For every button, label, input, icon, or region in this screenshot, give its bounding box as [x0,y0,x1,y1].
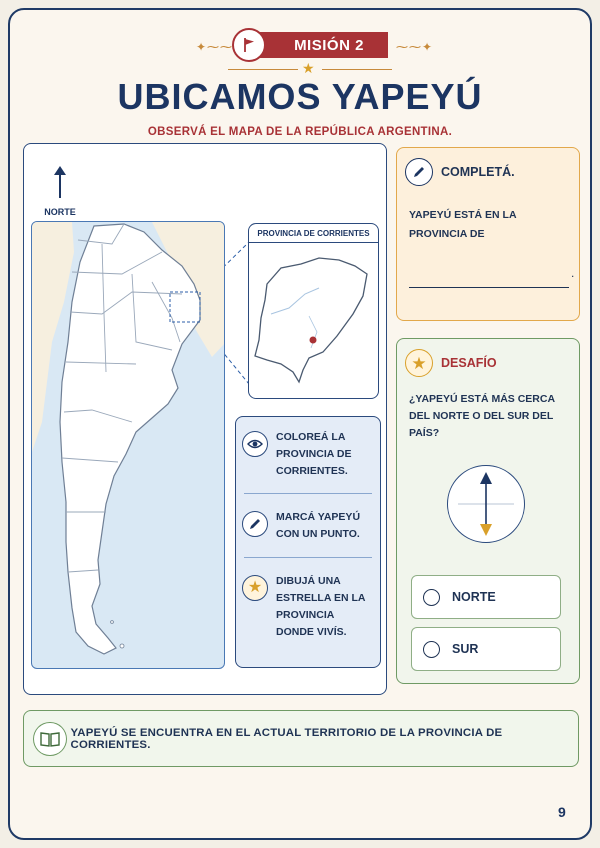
right-flourish-icon: ⁓⁓✦ [396,40,434,54]
footer-text: YAPEYÚ SE ENCUENTRA EN EL ACTUAL TERRITO… [70,726,503,751]
answer-period: . [571,266,575,280]
radio-button[interactable] [423,640,440,658]
complete-card: COMPLETÁ. YAPEYÚ ESTÁ EN LA PROVINCIA DE… [396,147,580,321]
instruction-divider [244,557,372,558]
challenge-question: ¿YAPEYÚ ESTÁ MÁS CERCA DEL NORTE O DEL S… [409,393,555,439]
flag-icon [232,28,266,62]
left-flourish-icon: ✦⁓⁓ [196,40,234,54]
header-star-icon: ★ [302,60,315,76]
radio-button[interactable] [423,588,440,606]
map-panel: NORTE [23,143,387,695]
instruction-text: COLOREÁ LA PROVINCIA DE CORRIENTES. [276,431,352,477]
complete-card-title: COMPLETÁ. [441,165,515,179]
instruction-item: ★ DIBUJÁ UNA ESTRELLA EN LA PROVINCIA DO… [242,573,374,641]
complete-prompt: YAPEYÚ ESTÁ EN LA PROVINCIA DE [409,209,517,240]
answer-blank-field[interactable] [409,272,569,288]
north-indicator: NORTE [40,164,80,217]
mission-banner: MISIÓN 2 [250,32,388,58]
book-icon [33,721,67,756]
challenge-card-title: DESAFÍO [441,356,497,370]
inset-divider [249,242,378,243]
pencil-icon [242,511,268,537]
challenge-card: ★ DESAFÍO ¿YAPEYÚ ESTÁ MÁS CERCA DEL NOR… [396,338,580,684]
north-label: NORTE [44,207,76,217]
option-norte[interactable]: NORTE [411,575,561,619]
mission-label: MISIÓN 2 [294,36,364,54]
instruction-text: MARCÁ YAPEYÚ CON UN PUNTO. [276,511,361,540]
star-icon: ★ [242,575,268,601]
yapeyu-marker [309,336,317,344]
north-arrow-icon [54,166,66,198]
page-title: UBICAMOS YAPEYÚ [117,76,483,117]
instructions-box: COLOREÁ LA PROVINCIA DE CORRIENTES. MARC… [235,416,381,668]
eye-icon [242,431,268,457]
corrientes-inset-map[interactable]: PROVINCIA DE CORRIENTES [248,223,379,399]
instruction-item: COLOREÁ LA PROVINCIA DE CORRIENTES. [242,429,374,480]
worksheet-page: ✦⁓⁓ MISIÓN 2 ⁓⁓✦ ★ UBICAMOS YAPEYÚ OBSER… [8,8,592,840]
compass-icon [447,465,525,543]
header-divider-right [322,69,392,70]
challenge-card-header: ★ DESAFÍO [405,349,497,377]
star-icon: ★ [405,349,433,377]
inset-title: PROVINCIA DE CORRIENTES [257,229,370,238]
mission-header: ✦⁓⁓ MISIÓN 2 ⁓⁓✦ [10,28,590,62]
pencil-icon [405,158,433,186]
header-divider-left [228,69,298,70]
complete-card-header: COMPLETÁ. [405,158,515,186]
instruction-text: DIBUJÁ UNA ESTRELLA EN LA PROVINCIA DOND… [276,575,366,638]
info-footer: YAPEYÚ SE ENCUENTRA EN EL ACTUAL TERRITO… [23,710,579,767]
page-number: 9 [558,804,566,820]
instruction-item: MARCÁ YAPEYÚ CON UN PUNTO. [242,509,374,543]
option-label: NORTE [452,590,496,604]
option-label: SUR [452,642,479,656]
instruction-divider [244,493,372,494]
page-subtitle: OBSERVÁ EL MAPA DE LA REPÚBLICA ARGENTIN… [147,126,453,138]
argentina-map[interactable] [31,221,225,669]
option-sur[interactable]: SUR [411,627,561,671]
